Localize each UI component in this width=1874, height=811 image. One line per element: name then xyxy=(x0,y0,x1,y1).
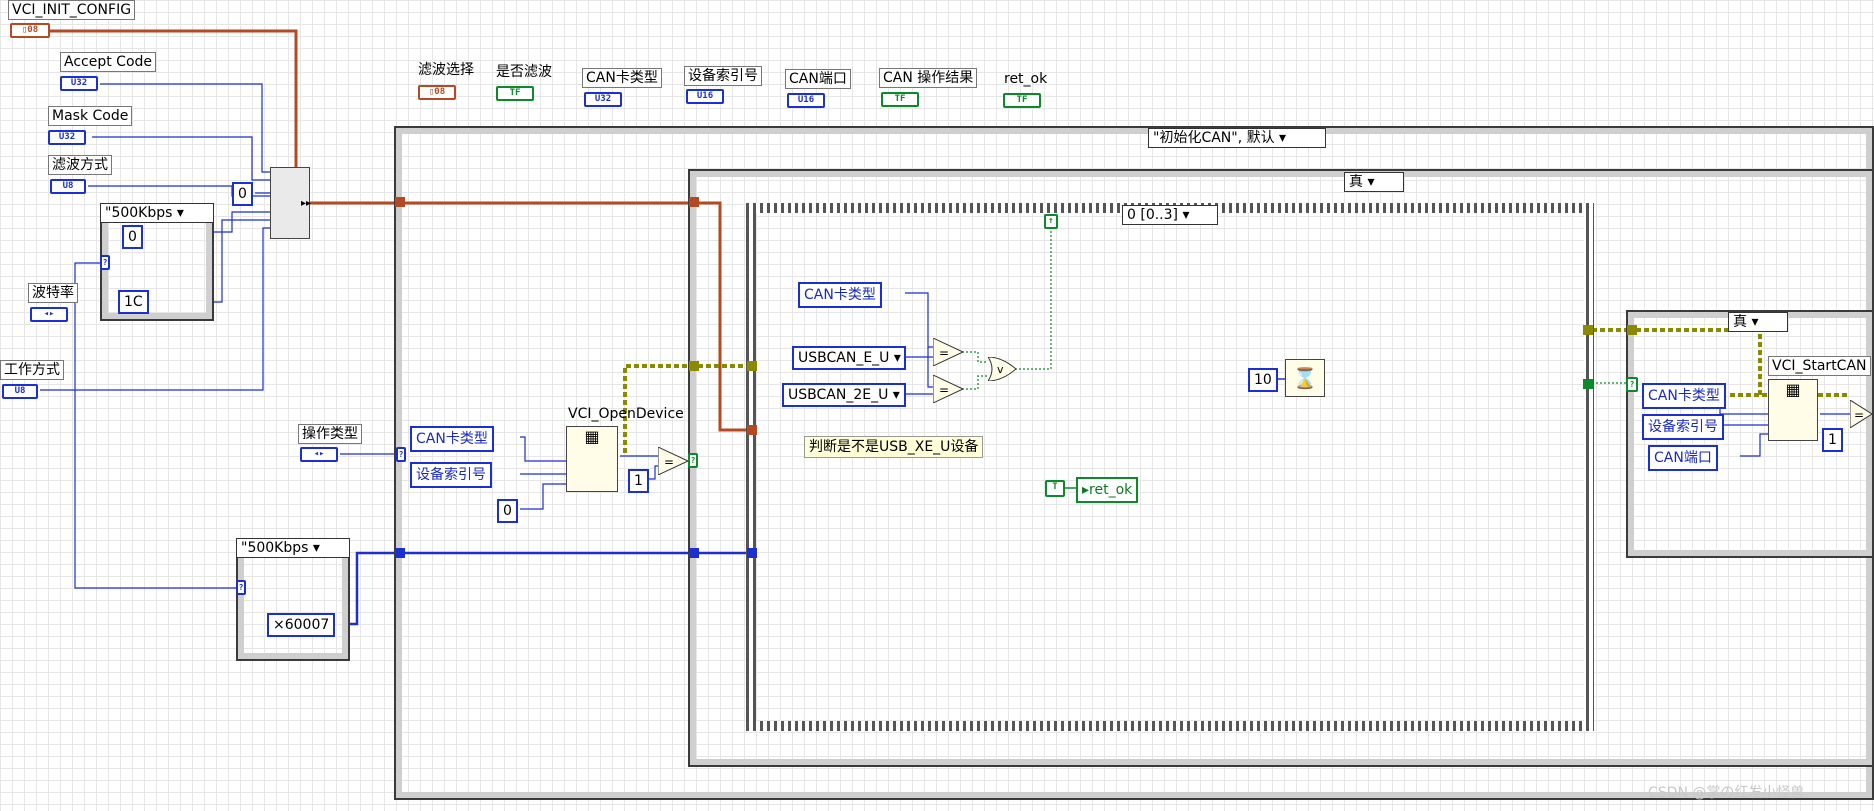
device-index-label: 设备索引号 xyxy=(684,66,762,86)
error-tunnel-seq xyxy=(747,361,757,371)
metronome-icon: ⌛ xyxy=(1292,366,1318,390)
start-can-node[interactable]: ▦ xyxy=(1768,379,1818,441)
baud-case-selector-bottom[interactable]: "500Kbps ▾ xyxy=(236,538,350,558)
open-device-icon: ▦ xyxy=(584,427,600,446)
svg-text:=: = xyxy=(1854,408,1864,422)
zero-constant-top[interactable]: 0 xyxy=(232,182,253,206)
bundle-output-icon: ▸▸ xyxy=(300,198,311,209)
is-filter-terminal[interactable]: TF xyxy=(496,86,534,101)
equal-compare-2e-u: = xyxy=(932,374,965,407)
ret-ok-terminal[interactable]: TF xyxy=(1003,93,1041,108)
watermark: CSDN @掌の红发小怪兽 xyxy=(1648,785,1805,801)
outer-case-selector[interactable]: "初始化CAN", 默认 ▾ xyxy=(1148,128,1326,148)
bundle-by-name-node[interactable]: ▸▸ xyxy=(270,167,311,239)
baud-rate-label: 波特率 xyxy=(28,283,78,303)
start-can-label: VCI_StartCAN xyxy=(1768,356,1871,376)
op-type-label: 操作类型 xyxy=(298,424,362,444)
zero-constant-open[interactable]: 0 xyxy=(497,499,518,523)
local-can-card-type-2[interactable]: CAN卡类型 xyxy=(798,282,882,308)
bool-tunnel-seq-out xyxy=(1583,379,1593,389)
svg-text:=: = xyxy=(939,383,949,397)
local-can-card-type-3[interactable]: CAN卡类型 xyxy=(1642,383,1726,409)
start-can-icon: ▦ xyxy=(1785,380,1801,399)
sequence-bool-tunnel: ↑ xyxy=(1044,214,1058,229)
open-device-node[interactable]: ▦ xyxy=(566,426,618,492)
baud-1c-constant[interactable]: 1C xyxy=(118,290,149,314)
baud-tunnel-seq xyxy=(747,548,757,558)
local-device-index-1[interactable]: 设备索引号 xyxy=(410,462,492,488)
error-tunnel-right-case xyxy=(1627,325,1637,335)
hex-60007-constant[interactable]: ×60007 xyxy=(267,613,336,637)
can-result-label: CAN 操作结果 xyxy=(879,68,978,88)
local-device-index-3[interactable]: 设备索引号 xyxy=(1642,414,1724,440)
case-selector-terminal-baud-bottom: ? xyxy=(236,580,246,595)
right-true-case-selector[interactable]: 真 ▾ xyxy=(1728,312,1788,332)
true-constant[interactable]: T xyxy=(1045,480,1065,497)
open-device-label: VCI_OpenDevice xyxy=(568,406,684,422)
ten-constant-wait[interactable]: 10 xyxy=(1248,368,1278,392)
can-port-terminal[interactable]: U16 xyxy=(787,93,825,108)
true-case-selector[interactable]: 真 ▾ xyxy=(1344,172,1404,192)
accept-code-terminal[interactable]: U32 xyxy=(60,76,98,91)
work-mode-label: 工作方式 xyxy=(0,360,64,380)
is-filter-label: 是否滤波 xyxy=(496,64,552,80)
can-port-label: CAN端口 xyxy=(785,69,851,89)
baud-rate-terminal[interactable]: ◂▸ xyxy=(30,307,68,322)
filter-select-terminal[interactable]: ▯08 xyxy=(418,85,456,100)
op-type-terminal[interactable]: ◂▸ xyxy=(300,447,338,462)
cluster-tunnel-true xyxy=(689,197,699,207)
usbcan-2e-u-constant[interactable]: USBCAN_2E_U ▾ xyxy=(782,383,906,407)
case-selector-terminal-right: ? xyxy=(1626,377,1638,392)
vci-init-config-terminal[interactable]: ▯08 xyxy=(10,23,50,38)
sequence-selector[interactable]: 0 [0..3] ▾ xyxy=(1122,205,1218,225)
baud-tunnel-outer xyxy=(395,548,405,558)
one-constant-open[interactable]: 1 xyxy=(628,469,649,493)
or-gate: v xyxy=(987,356,1018,385)
error-tunnel-true xyxy=(689,361,699,371)
vci-init-config-label: VCI_INIT_CONFIG xyxy=(8,0,136,20)
equal-compare-start: = xyxy=(1849,399,1874,432)
usbcan-e-u-constant[interactable]: USBCAN_E_U ▾ xyxy=(792,346,906,370)
local-can-card-type-1[interactable]: CAN卡类型 xyxy=(410,426,494,452)
filter-select-label: 滤波选择 xyxy=(418,62,474,78)
wait-ms-node[interactable]: ⌛ xyxy=(1285,359,1325,397)
can-card-type-label: CAN卡类型 xyxy=(582,68,662,88)
stacked-sequence-structure[interactable] xyxy=(746,203,1594,731)
cluster-tunnel-seq xyxy=(747,425,757,435)
ret-ok-label: ret_ok xyxy=(1004,71,1048,87)
svg-text:v: v xyxy=(997,363,1004,376)
equal-compare-open: = xyxy=(657,446,690,479)
device-index-terminal[interactable]: U16 xyxy=(686,89,724,104)
error-tunnel-seq-out xyxy=(1583,325,1593,335)
case-selector-terminal-baud-top: ? xyxy=(100,255,110,270)
case-selector-terminal-true: ? xyxy=(688,453,698,468)
baud-tunnel-true xyxy=(689,548,699,558)
accept-code-label: Accept Code xyxy=(60,52,157,72)
filter-mode-terminal[interactable]: U8 xyxy=(50,179,86,194)
one-constant-start[interactable]: 1 xyxy=(1822,428,1843,452)
baud-zero-constant[interactable]: 0 xyxy=(122,225,143,249)
filter-mode-label: 滤波方式 xyxy=(48,155,112,175)
svg-text:=: = xyxy=(664,455,674,469)
svg-text:=: = xyxy=(939,346,949,360)
local-can-port-3[interactable]: CAN端口 xyxy=(1648,445,1718,471)
mask-code-terminal[interactable]: U32 xyxy=(48,130,86,145)
equal-compare-e-u: = xyxy=(932,337,965,370)
work-mode-terminal[interactable]: U8 xyxy=(2,384,38,399)
local-ret-ok[interactable]: ▸ret_ok xyxy=(1076,477,1139,503)
cluster-tunnel-outer xyxy=(395,197,405,207)
case-selector-terminal-outer: ? xyxy=(396,447,406,462)
comment-usb-xe-u: 判断是不是USB_XE_U设备 xyxy=(804,436,984,458)
can-card-type-terminal[interactable]: U32 xyxy=(584,92,622,107)
mask-code-label: Mask Code xyxy=(48,106,133,126)
baud-case-selector-top[interactable]: "500Kbps ▾ xyxy=(100,203,214,223)
can-result-terminal[interactable]: TF xyxy=(881,92,919,107)
